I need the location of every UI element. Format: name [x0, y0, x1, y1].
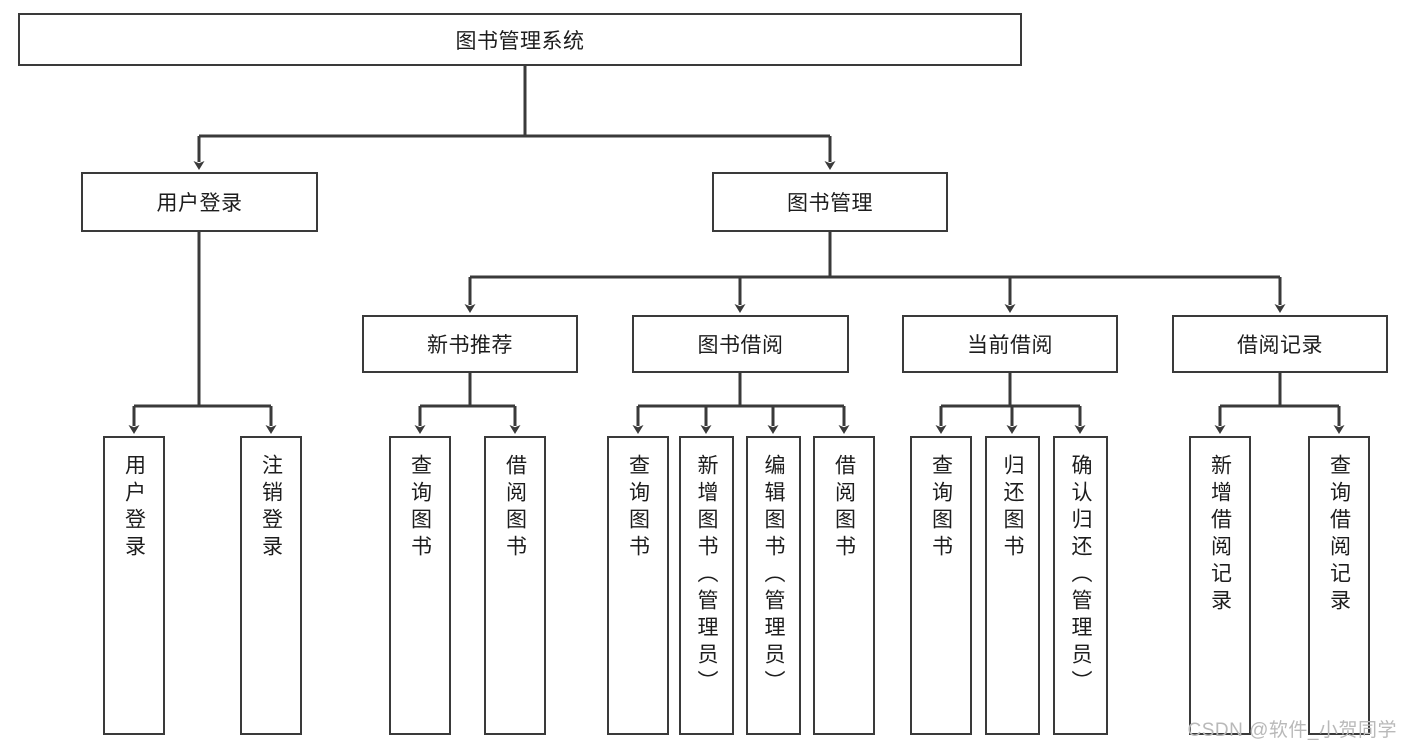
node-current-borrow[interactable]: 当前借阅: [902, 315, 1118, 373]
node-label: 借阅图书: [832, 454, 856, 562]
node-leaf-return-book[interactable]: 归还图书: [985, 436, 1040, 735]
node-label: 当前借阅: [967, 334, 1053, 357]
node-label: 查询图书: [408, 454, 432, 562]
node-leaf-query-book-1[interactable]: 查询图书: [389, 436, 451, 735]
node-label: 借阅记录: [1237, 334, 1323, 357]
node-leaf-edit-book[interactable]: 编辑图书（管理员）: [746, 436, 801, 735]
node-label: 编辑图书（管理员）: [762, 454, 785, 697]
node-label: 图书借阅: [697, 334, 784, 357]
node-label: 用户登录: [156, 192, 243, 215]
node-root-system[interactable]: 图书管理系统: [18, 13, 1022, 66]
node-borrow-record[interactable]: 借阅记录: [1172, 315, 1388, 373]
node-label: 注销登录: [259, 454, 283, 562]
node-leaf-borrow-book-1[interactable]: 借阅图书: [484, 436, 546, 735]
node-label: 图书管理系统: [455, 29, 585, 53]
node-label: 查询借阅记录: [1327, 454, 1351, 616]
node-book-borrow[interactable]: 图书借阅: [632, 315, 849, 373]
node-label: 用户登录: [122, 454, 146, 562]
node-label: 借阅图书: [503, 454, 527, 562]
node-leaf-query-record[interactable]: 查询借阅记录: [1308, 436, 1370, 735]
node-label: 归还图书: [1001, 454, 1024, 562]
node-leaf-confirm-return[interactable]: 确认归还（管理员）: [1053, 436, 1108, 735]
node-leaf-query-book-2[interactable]: 查询图书: [607, 436, 669, 735]
csdn-watermark: CSDN @软件_小贺同学: [1187, 720, 1397, 741]
node-book-manage[interactable]: 图书管理: [712, 172, 948, 232]
node-leaf-borrow-book-2[interactable]: 借阅图书: [813, 436, 875, 735]
node-label: 新增借阅记录: [1208, 454, 1232, 616]
node-label: 新增图书（管理员）: [695, 454, 718, 697]
node-leaf-add-book[interactable]: 新增图书（管理员）: [679, 436, 734, 735]
node-label: 确认归还（管理员）: [1069, 454, 1092, 697]
node-leaf-query-book-3[interactable]: 查询图书: [910, 436, 972, 735]
node-label: 新书推荐: [427, 334, 513, 357]
node-label: 图书管理: [787, 192, 873, 215]
node-leaf-logout[interactable]: 注销登录: [240, 436, 302, 735]
node-leaf-user-login[interactable]: 用户登录: [103, 436, 165, 735]
node-label: 查询图书: [626, 454, 650, 562]
node-leaf-add-record[interactable]: 新增借阅记录: [1189, 436, 1251, 735]
node-user-login[interactable]: 用户登录: [81, 172, 318, 232]
node-label: 查询图书: [929, 454, 953, 562]
node-new-book-recommend[interactable]: 新书推荐: [362, 315, 578, 373]
